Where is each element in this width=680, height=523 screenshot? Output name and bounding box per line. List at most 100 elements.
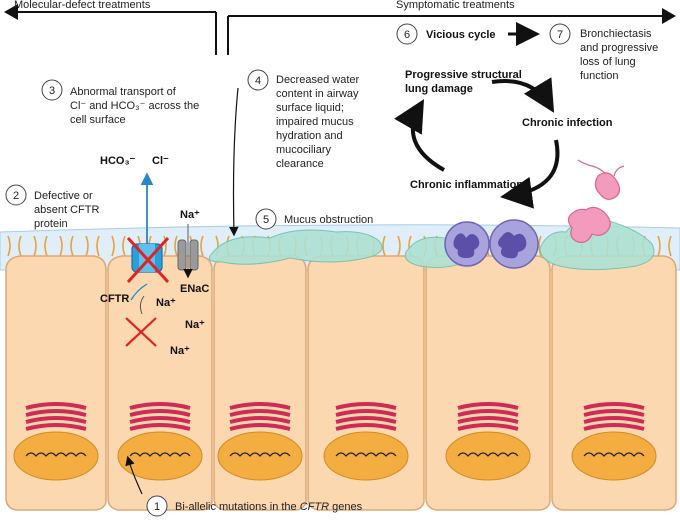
- step-label-line: Cl⁻ and HCO₃⁻ across the: [70, 100, 199, 112]
- bacterium-flagellum: [577, 159, 607, 175]
- cell-organelles: [571, 402, 657, 481]
- step-label-line: Mucus obstruction: [284, 214, 373, 226]
- cilium: [18, 235, 22, 257]
- bacterium: [594, 172, 621, 200]
- cl-ion-label: Cl⁻: [152, 155, 169, 167]
- golgi-cisterna: [129, 423, 191, 431]
- step-number: 3: [49, 85, 55, 97]
- step-label-line: function: [580, 70, 619, 82]
- golgi-cisterna: [25, 423, 87, 431]
- cilium: [657, 235, 661, 257]
- neutrophil: [489, 219, 539, 269]
- dna-strand: [457, 452, 519, 457]
- dna-strand: [335, 452, 397, 457]
- enac-label: ENaC: [180, 283, 209, 295]
- step-label-line: Decreased water: [276, 74, 359, 86]
- step-label-line: protein: [34, 218, 68, 230]
- step4-arrow: [229, 87, 239, 237]
- cilium: [44, 235, 48, 257]
- cell-organelles: [117, 402, 203, 481]
- golgi-cisterna: [229, 402, 291, 410]
- cilium: [174, 235, 178, 257]
- golgi-cisterna: [129, 409, 191, 417]
- golgi-cisterna: [25, 416, 87, 424]
- cftr-regulation: [125, 295, 157, 347]
- step-label-line: impaired mucus: [276, 116, 354, 128]
- step-label-line: content in airway: [276, 88, 359, 100]
- golgi-cisterna: [583, 409, 645, 417]
- cilium: [668, 235, 672, 257]
- cilium: [85, 235, 89, 257]
- golgi-cisterna: [583, 423, 645, 431]
- cell-organelles: [217, 402, 303, 481]
- bacterium-flagellum: [613, 165, 625, 177]
- cilium: [397, 235, 401, 257]
- step-1: 1 Bi-allelic mutations in the CFTR genes: [146, 495, 363, 517]
- cell-organelles: [13, 402, 99, 481]
- dna-strand: [25, 452, 87, 457]
- step-label-line: Bronchiectasis: [580, 28, 652, 40]
- golgi-cisterna: [335, 409, 397, 417]
- dna-strand: [129, 452, 191, 457]
- cilium: [122, 235, 126, 257]
- step-label-line: and progressive: [580, 42, 658, 54]
- step-label-line: hydration and: [276, 130, 343, 142]
- step-label-line: cell surface: [70, 114, 126, 126]
- golgi-cisterna: [583, 402, 645, 410]
- vicious-cycle-arrows: [394, 77, 560, 209]
- golgi-cisterna: [229, 409, 291, 417]
- cilium: [96, 235, 100, 257]
- cycle-damage-label: Progressive structural: [405, 69, 522, 81]
- golgi-cisterna: [25, 409, 87, 417]
- neutrophils: [444, 219, 539, 269]
- dna-strand: [583, 452, 645, 457]
- step-5: 5 Mucus obstruction: [255, 208, 373, 230]
- na-ion-label: Na⁺: [170, 345, 190, 357]
- golgi-cisterna: [335, 423, 397, 431]
- step-3: 3 Abnormal transport of Cl⁻ and HCO₃⁻ ac…: [41, 79, 199, 126]
- na-ion-label: Na⁺: [180, 209, 200, 221]
- golgi-cisterna: [129, 416, 191, 424]
- golgi-cisterna: [457, 423, 519, 431]
- ion-transport-arrow: [130, 172, 154, 301]
- neutrophil: [444, 221, 490, 267]
- step-label-line: loss of lung: [580, 56, 636, 68]
- golgi-cisterna: [457, 409, 519, 417]
- golgi-cisterna: [335, 402, 397, 410]
- golgi-cisterna: [129, 402, 191, 410]
- bacterium: [567, 206, 611, 243]
- step-number: 7: [557, 29, 563, 41]
- cilium: [7, 235, 11, 257]
- dna-strand: [229, 452, 291, 457]
- molecular-defect-header: Molecular-defect treatments: [14, 0, 151, 11]
- step1-arrow: [125, 455, 143, 495]
- step-label-line: Defective or: [34, 190, 93, 202]
- cilium: [33, 235, 37, 257]
- step-number: 4: [255, 75, 261, 87]
- mucus-plug: [539, 218, 655, 271]
- hco3-ion-label: HCO₃⁻: [100, 155, 136, 167]
- organelles: [13, 402, 657, 481]
- golgi-cisterna: [457, 402, 519, 410]
- step-number: 1: [154, 501, 160, 513]
- cftr-channel: [126, 236, 170, 284]
- step-label-line: mucociliary: [276, 144, 332, 156]
- bacteria: [567, 159, 625, 243]
- step-7: 7 Bronchiectasis and progressive loss of…: [549, 23, 658, 82]
- golgi-cisterna: [25, 402, 87, 410]
- step-2: 2 Defective or absent CFTR protein: [5, 184, 99, 230]
- step-label-line: Abnormal transport of: [70, 86, 177, 98]
- golgi-cisterna: [229, 416, 291, 424]
- cilium: [59, 235, 63, 257]
- step-label-line: Vicious cycle: [426, 29, 496, 41]
- symptomatic-header: Symptomatic treatments: [396, 0, 515, 11]
- enac-channel: [177, 224, 199, 279]
- cycle-infection-label: Chronic infection: [522, 117, 613, 129]
- cycle-damage-label: lung damage: [405, 83, 473, 95]
- na-ion-label: Na⁺: [156, 297, 176, 309]
- golgi-cisterna: [229, 423, 291, 431]
- step-6: 6 Vicious cycle: [396, 23, 496, 45]
- cilium: [163, 235, 167, 257]
- step-number: 5: [263, 214, 269, 226]
